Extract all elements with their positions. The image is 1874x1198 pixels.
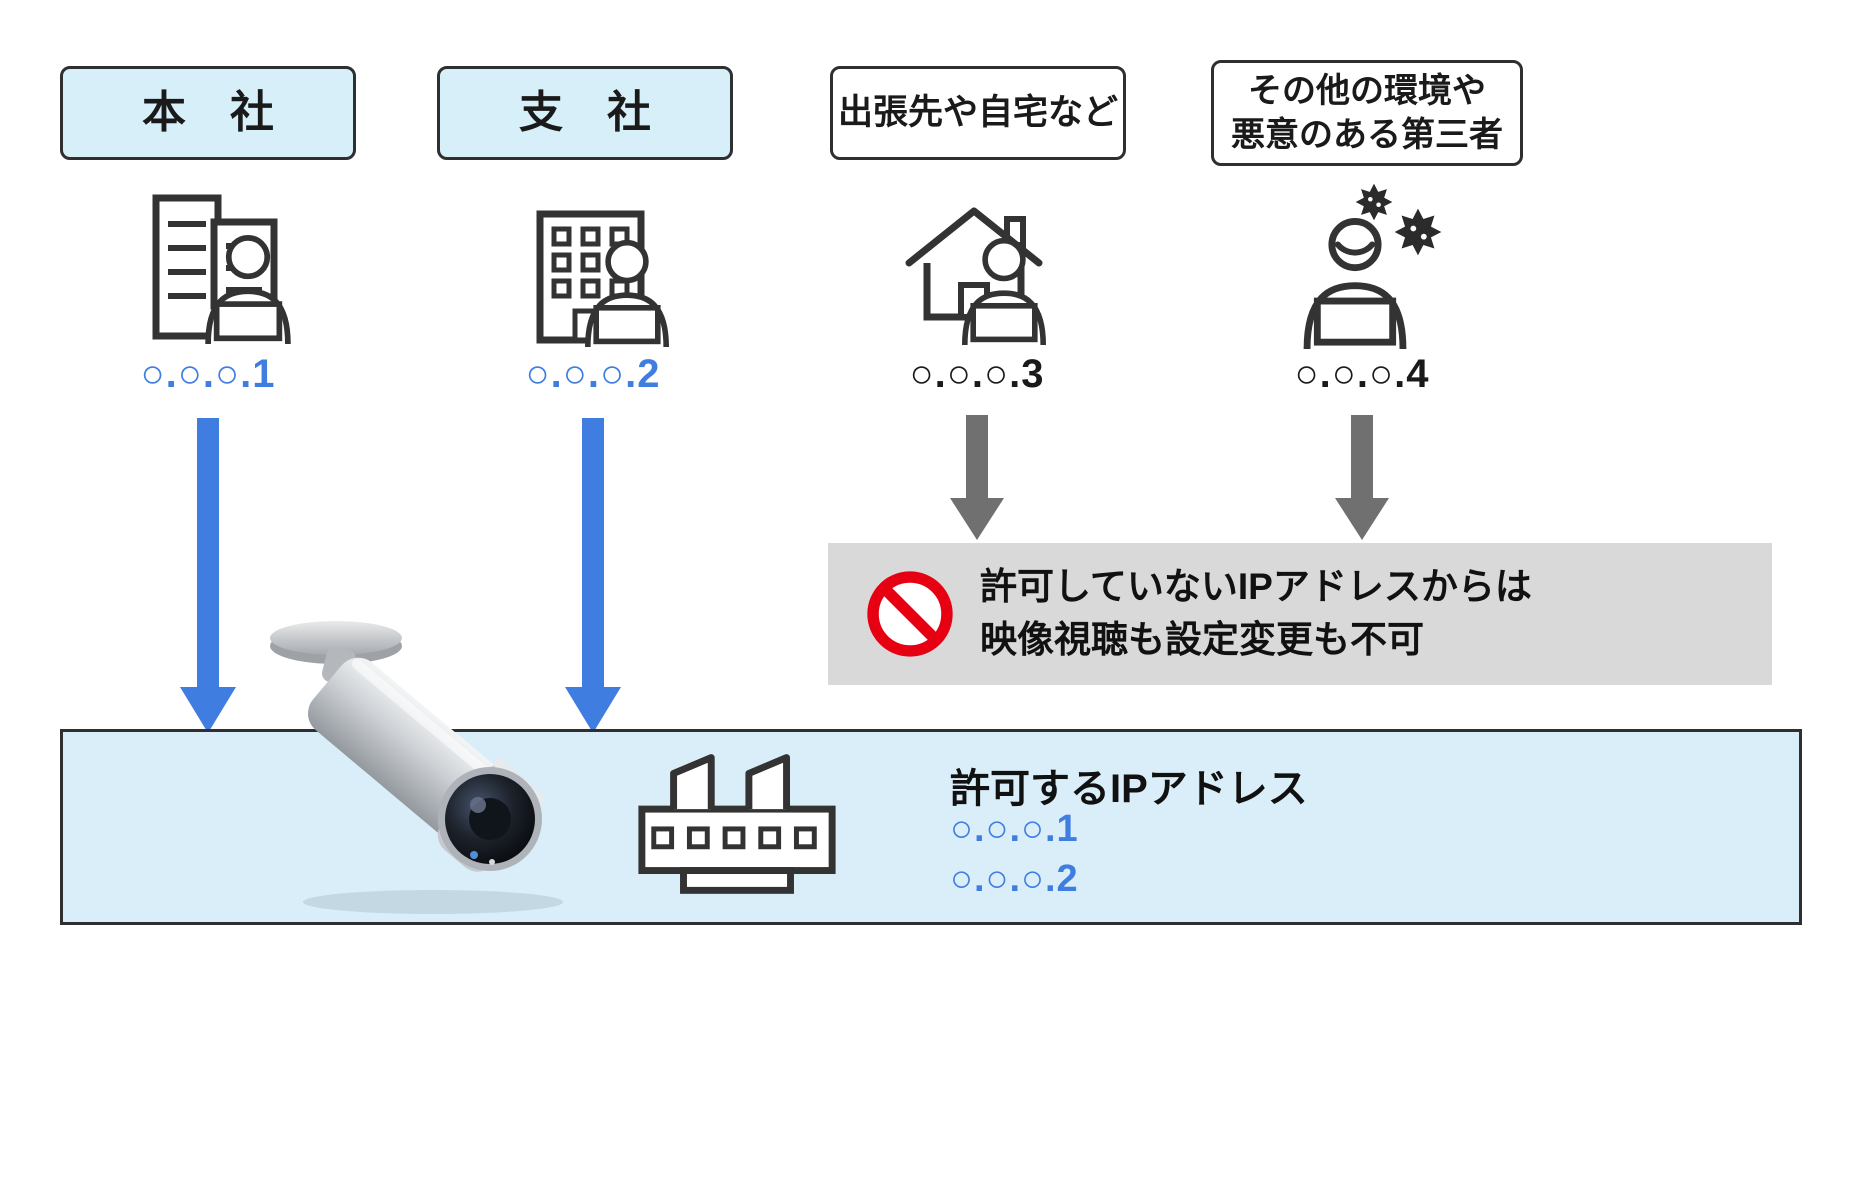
malicious-icon-group xyxy=(1280,178,1460,353)
deny-notice-line1: 許可していないIPアドレスからは xyxy=(980,566,1532,608)
ip-head-office: ○.○.○.1 xyxy=(140,352,276,396)
arrow-shaft xyxy=(582,418,604,687)
ip-malicious: ○.○.○.4 xyxy=(1294,352,1430,396)
head-office-label: 本 社 xyxy=(142,88,274,138)
factory-icon xyxy=(638,754,836,894)
source-box-malicious: その他の環境や 悪意のある第三者 xyxy=(1211,60,1523,166)
branch-office-icon-group xyxy=(533,207,693,357)
ip-branch-office: ○.○.○.2 xyxy=(525,352,661,396)
remote-icon-group xyxy=(903,203,1063,353)
virus-icon xyxy=(1355,183,1393,221)
allowed-arrow-branch-office xyxy=(565,418,621,733)
allow-ip-1: ○.○.○.1 xyxy=(950,808,1079,850)
arrow-shaft xyxy=(966,415,988,498)
down-arrow xyxy=(1335,498,1389,540)
malicious-person-icon xyxy=(1303,217,1407,349)
deny-notice-line2: 映像視聴も設定変更も不可 xyxy=(980,619,1424,660)
source-box-head-office: 本 社 xyxy=(60,66,356,160)
down-arrow xyxy=(180,687,236,733)
deny-notice-box: 許可していないIPアドレスからは 映像視聴も設定変更も不可 xyxy=(828,543,1772,685)
ip-remote-location: ○.○.○.3 xyxy=(909,352,1045,396)
head-office-icon-group xyxy=(148,192,308,352)
person-icon xyxy=(962,237,1046,345)
allowed-arrow-head-office xyxy=(180,418,236,733)
malicious-label-line2: 悪意のある第三者 xyxy=(1231,116,1503,154)
remote-location-label: 出張先や自宅など xyxy=(837,93,1118,133)
prohibition-icon xyxy=(867,571,953,657)
camera-network-band xyxy=(60,729,1802,925)
down-arrow xyxy=(950,498,1004,540)
malicious-label-line1: その他の環境や xyxy=(1248,71,1486,110)
denied-arrow-malicious xyxy=(1335,415,1389,540)
virus-icon xyxy=(1394,208,1442,256)
denied-arrow-remote xyxy=(950,415,1004,540)
allow-panel-title: 許可するIPアドレス xyxy=(950,767,1308,811)
arrow-shaft xyxy=(197,418,219,687)
source-box-branch-office: 支 社 xyxy=(437,66,733,160)
person-icon xyxy=(205,234,291,344)
down-arrow xyxy=(565,687,621,733)
source-box-remote-location: 出張先や自宅など xyxy=(830,66,1126,160)
person-icon xyxy=(585,239,669,347)
security-camera-image xyxy=(270,621,563,914)
arrow-shaft xyxy=(1351,415,1373,498)
branch-office-label: 支 社 xyxy=(519,88,651,138)
allow-ip-2: ○.○.○.2 xyxy=(950,858,1079,900)
deny-notice-text: 許可していないIPアドレスからは 映像視聴も設定変更も不可 xyxy=(980,561,1532,666)
